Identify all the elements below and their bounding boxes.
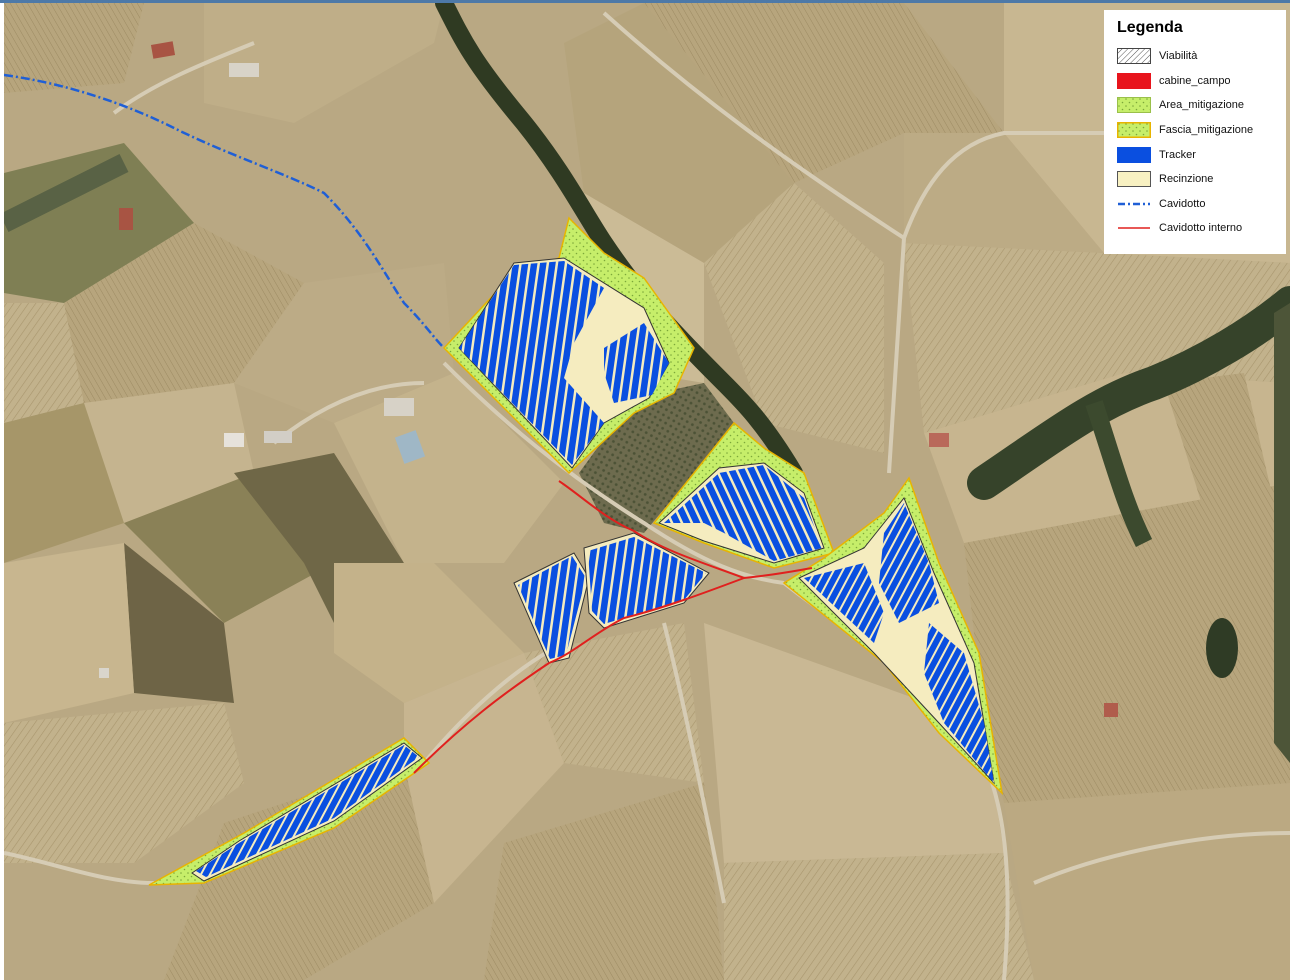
legend-label: Tracker (1159, 148, 1196, 161)
agricultural-fields (4, 3, 1290, 980)
legend-label: Area_mitigazione (1159, 99, 1244, 112)
legend-item-cavidotto: Cavidotto (1117, 192, 1286, 217)
area-d-trackers-w (804, 563, 884, 643)
map-legend: Legenda Viabilità cabine_campo Area_miti… (1104, 10, 1286, 254)
red-line-icon (1117, 220, 1151, 236)
frame-top-border (0, 0, 1290, 3)
area-e-trackers (196, 745, 419, 877)
legend-item-cabine-campo: cabine_campo (1117, 69, 1286, 94)
area-b-trackers (664, 465, 822, 561)
pv-area-d[interactable] (782, 476, 1004, 796)
area-d-trackers-n (879, 503, 939, 623)
legend-item-viabilita: Viabilità (1117, 44, 1286, 69)
legend-label: Cavidotto (1159, 197, 1206, 210)
legend-item-area-mitigazione: Area_mitigazione (1117, 93, 1286, 118)
legend-item-tracker: Tracker (1117, 142, 1286, 167)
area-a-trackers (459, 261, 604, 465)
area-d-trackers-s (924, 623, 994, 783)
legend-label: Recinzione (1159, 173, 1214, 186)
legend-title: Legenda (1117, 19, 1183, 36)
pv-area-e[interactable] (148, 737, 431, 886)
legend-item-recinzione: Recinzione (1117, 167, 1286, 192)
tree-belts (4, 3, 1290, 763)
legend-label: Viabilità (1159, 50, 1198, 63)
pv-area-b[interactable] (652, 421, 835, 569)
pv-area-a[interactable] (442, 216, 695, 475)
red-square-icon (1117, 72, 1151, 89)
legend-item-fascia-mitigazione: Fascia_mitigazione (1117, 118, 1286, 143)
green-dotted-outline-icon (1117, 122, 1151, 139)
cream-square-icon (1117, 171, 1151, 188)
hatch-icon (1117, 48, 1151, 65)
legend-item-cavidotto-interno: Cavidotto interno (1117, 216, 1286, 241)
legend-label: Cavidotto interno (1159, 222, 1243, 235)
area-a-trackers-east (604, 323, 669, 403)
cavidotto-interno-line (413, 480, 813, 774)
farm-buildings (99, 41, 1118, 717)
blue-dashdot-line-icon (1117, 196, 1151, 212)
legend-label: cabine_campo (1159, 74, 1231, 87)
cavidotto-line (4, 73, 445, 349)
blue-square-icon (1117, 146, 1151, 163)
aerial-map[interactable] (4, 3, 1290, 980)
green-dotted-icon (1117, 97, 1151, 114)
area-c-west-trackers (518, 556, 586, 659)
legend-label: Fascia_mitigazione (1159, 124, 1254, 137)
